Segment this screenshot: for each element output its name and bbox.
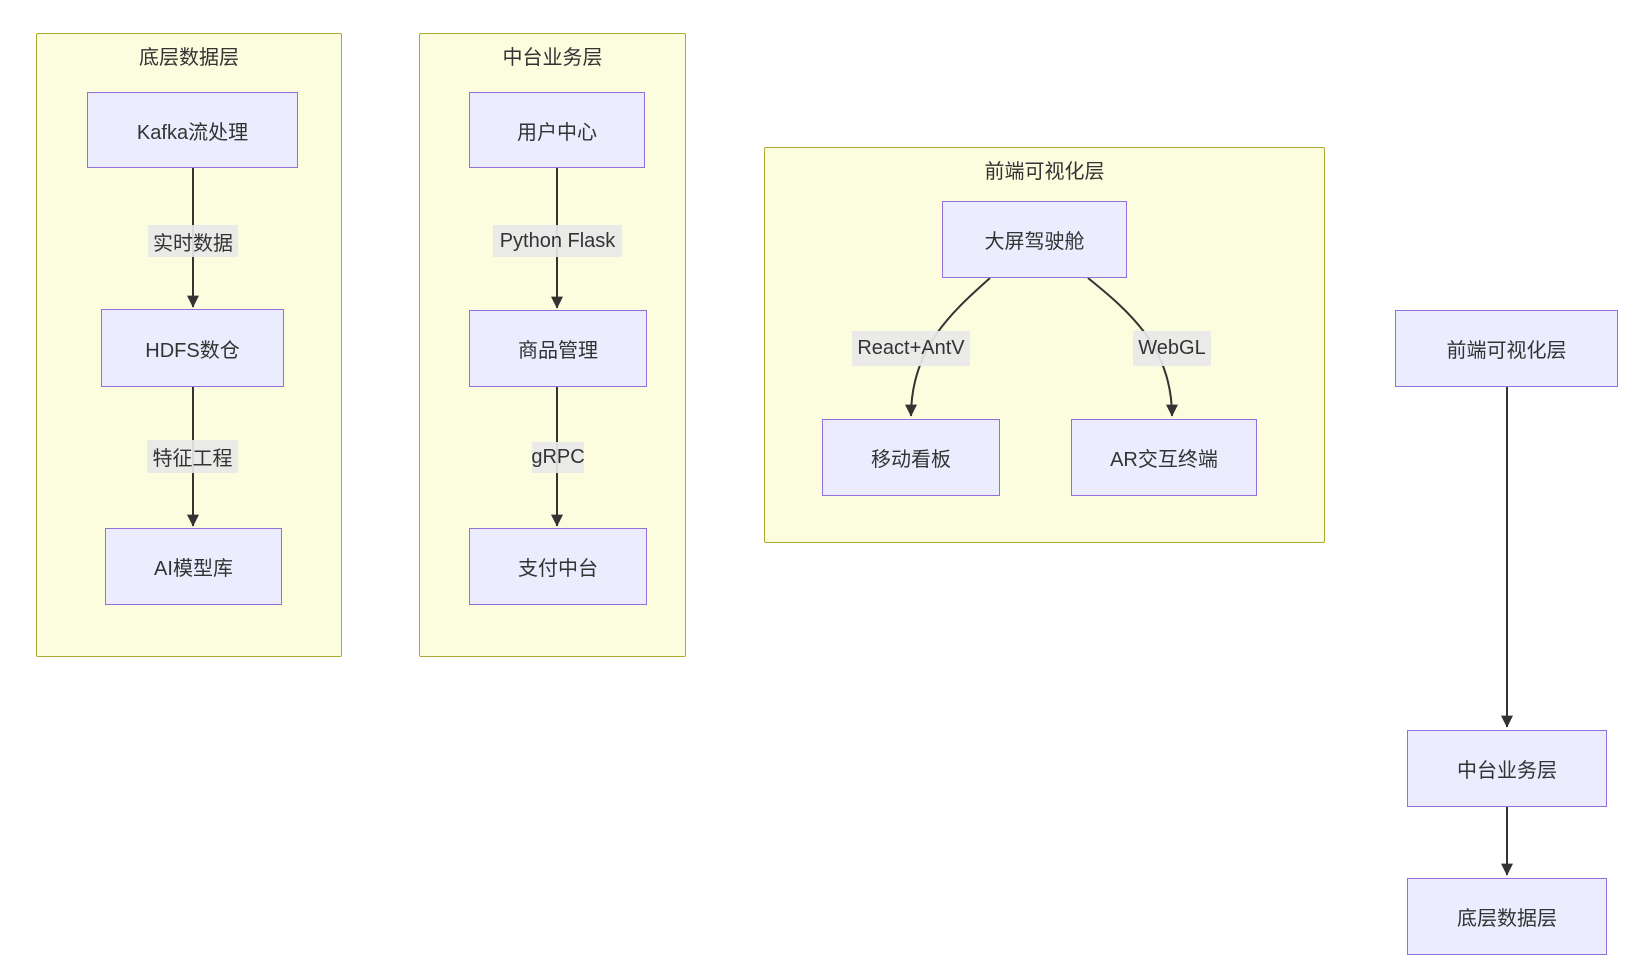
cluster-title-middle-business-layer: 中台业务层 — [502, 47, 603, 69]
chain-node-bottom-data-layer: 底层数据层 — [1407, 878, 1607, 955]
cluster-title-bottom-data-layer: 底层数据层 — [139, 47, 239, 69]
node-ar-terminal: AR交互终端 — [1071, 419, 1257, 496]
node-payment-platform: 支付中台 — [469, 528, 647, 605]
edge-label-grpc: gRPC — [531, 442, 585, 473]
chain-node-frontend-visualization-layer: 前端可视化层 — [1395, 310, 1618, 387]
edge-label-feature-engineering: 特征工程 — [147, 440, 238, 473]
edge-label-react-antv: React+AntV — [852, 331, 970, 366]
edge-label-realtime-data: 实时数据 — [148, 225, 238, 257]
cluster-title-frontend-visualization-layer: 前端可视化层 — [984, 161, 1105, 183]
node-hdfs-warehouse: HDFS数仓 — [101, 309, 284, 387]
chain-node-middle-business-layer: 中台业务层 — [1407, 730, 1607, 807]
node-mobile-kanban: 移动看板 — [822, 419, 1000, 496]
edge-label-webgl: WebGL — [1133, 331, 1211, 366]
node-user-center: 用户中心 — [469, 92, 645, 168]
node-ai-model-library: AI模型库 — [105, 528, 282, 605]
node-big-screen-cockpit: 大屏驾驶舱 — [942, 201, 1127, 278]
node-kafka-stream: Kafka流处理 — [87, 92, 298, 168]
edge-label-python-flask: Python Flask — [493, 225, 622, 257]
node-product-management: 商品管理 — [469, 310, 647, 387]
